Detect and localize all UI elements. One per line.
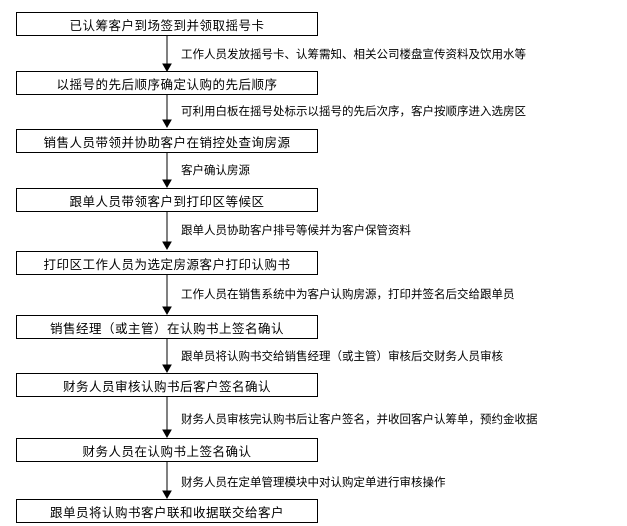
- step-6-box: 销售经理（或主管）在认购书上签名确认: [16, 315, 318, 339]
- note-8: 财务人员在定单管理模块中对认购定单进行审核操作: [181, 475, 446, 489]
- note-4: 跟单人员协助客户排号等候并为客户保管资料: [181, 223, 411, 237]
- arrowhead-2: [162, 119, 172, 129]
- step-3-box: 销售人员带领并协助客户在销控处查询房源: [16, 129, 318, 153]
- step-2-box: 以摇号的先后顺序确定认购的先后顺序: [16, 71, 318, 95]
- step-4-label: 跟单人员带领客户到打印区等候区: [69, 193, 265, 209]
- note-1: 工作人员发放摇号卡、认筹需知、相关公司楼盘宣传资料及饮用水等: [181, 47, 526, 61]
- arrowhead-4: [162, 241, 172, 251]
- arrowhead-5: [162, 306, 172, 316]
- note-7: 财务人员审核完认购书后让客户签名，并收回客户认筹单，预约金收据: [181, 412, 538, 426]
- step-5-box: 打印区工作人员为选定房源客户打印认购书: [16, 251, 318, 275]
- step-1-box: 已认筹客户到场签到并领取摇号卡: [16, 12, 318, 36]
- step-6-label: 销售经理（或主管）在认购书上签名确认: [49, 320, 284, 336]
- note-5: 工作人员在销售系统中为客户认购房源，打印并签名后交给跟单员: [181, 287, 515, 301]
- step-1-label: 已认筹客户到场签到并领取摇号卡: [69, 17, 265, 33]
- arrowhead-3: [162, 179, 172, 189]
- step-8-label: 财务人员在认购书上签名确认: [82, 443, 252, 459]
- note-2: 可利用白板在摇号处标示以摇号的先后次序，客户按顺序进入选房区: [181, 104, 526, 118]
- arrowhead-8: [162, 490, 172, 500]
- step-7-label: 财务人员审核认购书后客户签名确认: [62, 378, 271, 394]
- step-7-box: 财务人员审核认购书后客户签名确认: [16, 373, 318, 397]
- step-9-box: 跟单员将认购书客户联和收据联交给客户: [16, 499, 318, 523]
- step-3-label: 销售人员带领并协助客户在销控处查询房源: [43, 134, 291, 150]
- step-8-box: 财务人员在认购书上签名确认: [16, 438, 318, 462]
- step-5-label: 打印区工作人员为选定房源客户打印认购书: [43, 256, 291, 272]
- arrowhead-6: [162, 364, 172, 374]
- note-3: 客户确认房源: [181, 163, 250, 177]
- step-4-box: 跟单人员带领客户到打印区等候区: [16, 188, 318, 212]
- arrowhead-1: [162, 63, 172, 73]
- note-6: 跟单员将认购书交给销售经理（或主管）审核后交财务人员审核: [181, 349, 503, 363]
- step-9-label: 跟单员将认购书客户联和收据联交给客户: [49, 504, 284, 520]
- step-2-label: 以摇号的先后顺序确定认购的先后顺序: [56, 76, 278, 92]
- arrowhead-7: [162, 429, 172, 439]
